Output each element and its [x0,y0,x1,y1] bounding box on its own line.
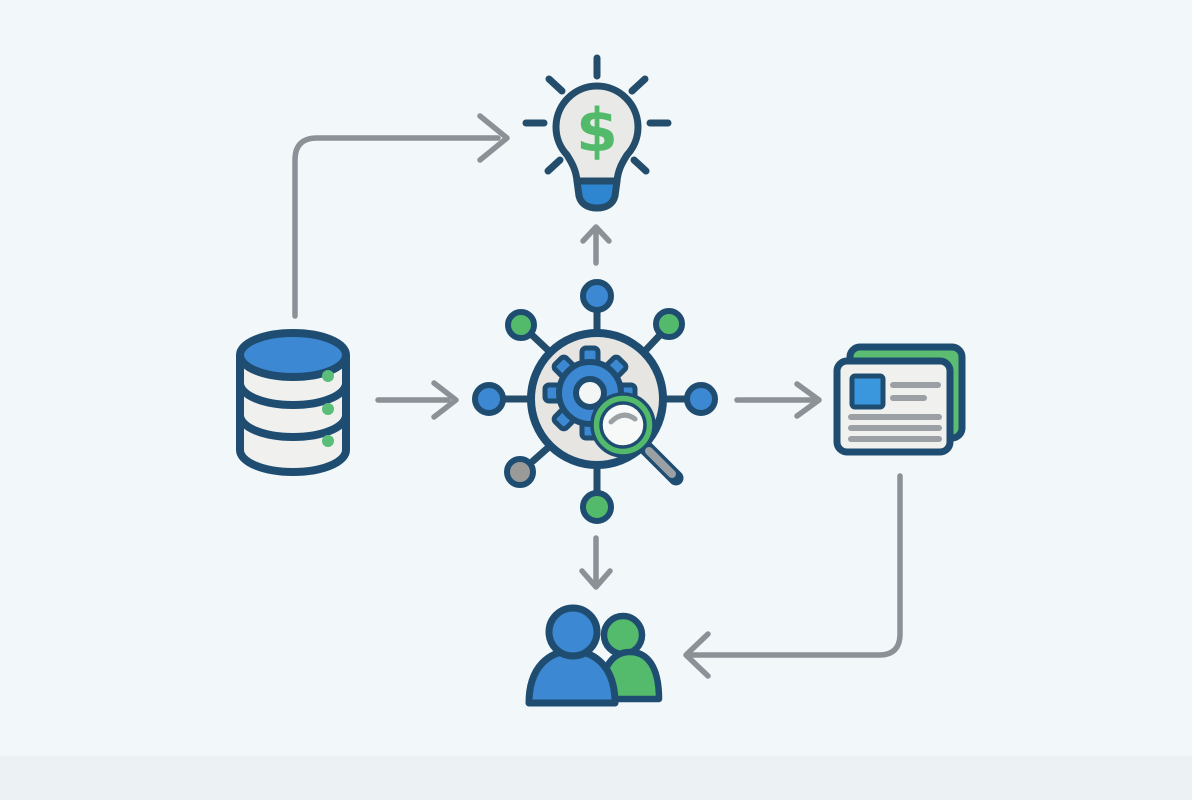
hub-node-green [580,490,614,524]
lightbulb-dollar-icon: $ [522,54,672,212]
hub-node-blue [580,279,614,313]
document-thumbnail [849,373,886,410]
arrow-documents-to-people [683,473,903,679]
dollar-symbol: $ [576,96,618,166]
hub-node-gray [504,456,536,488]
lens-highlight [608,412,638,425]
hub-node-blue [684,382,718,416]
hub-node-green [653,308,685,340]
hub-node-green [505,309,537,341]
arrow-hub-to-people [579,535,613,590]
arrow-database-to-idea [292,113,510,319]
arrow-hub-to-documents [734,381,822,419]
database-led [322,403,334,415]
arrow-database-to-hub [375,380,459,420]
database-led [322,435,334,447]
bulb-base [573,177,621,212]
database-top [236,329,350,381]
database-led [322,370,334,382]
person-blue-head [545,604,601,660]
document-text-lines [848,382,942,442]
database-band-line [236,382,350,409]
magnifier-ring-green [592,394,654,456]
magnifier-handle [645,447,676,478]
database-icon [236,329,350,476]
database-band-line [236,414,350,441]
watermark-band [0,756,1192,800]
people-icon [525,604,663,707]
documents-icon [833,343,966,456]
database-body [236,355,350,476]
hub-node-blue [472,382,506,416]
gear-magnifier-hub-icon [472,279,718,524]
bulb-rays [522,54,672,175]
person-green-head [600,612,646,658]
magnifier-icon [590,392,684,486]
arrow-hub-to-idea [580,224,612,266]
